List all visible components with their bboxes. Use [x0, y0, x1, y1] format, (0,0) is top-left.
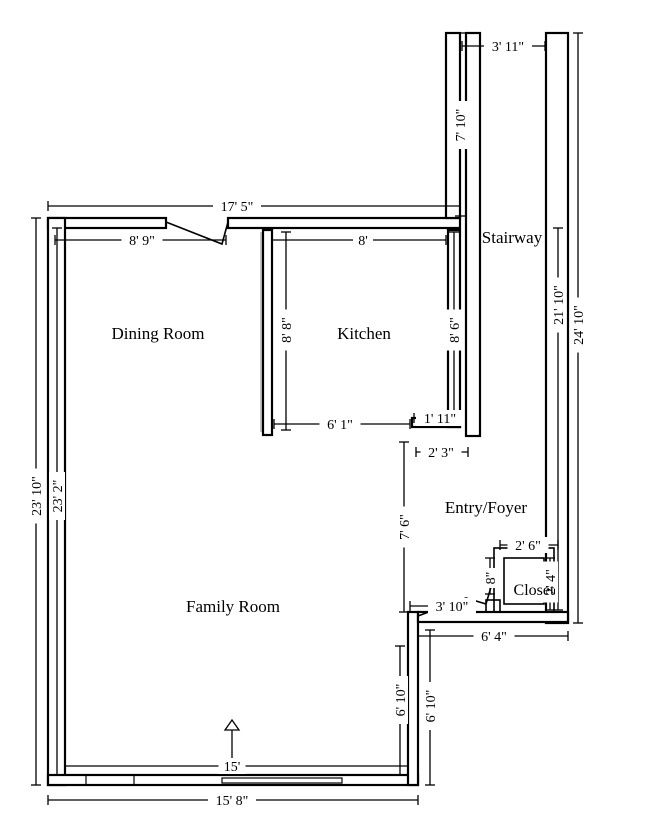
svg-text:2' 3": 2' 3" [428, 446, 454, 461]
dimension-family-right-upper: 7' 6" [396, 441, 413, 613]
dimension-kitchen-height: 8' 6" [446, 231, 463, 417]
svg-text:6' 1": 6' 1" [327, 418, 353, 433]
svg-text:17' 5": 17' 5" [221, 200, 254, 215]
svg-text:6' 10": 6' 10" [394, 684, 409, 717]
dimension-stair-upper: 7' 10" [452, 32, 469, 217]
dimension-family-right-outer: 6' 10" [422, 629, 439, 786]
room-label-family: Family Room [186, 597, 280, 616]
window-bottom-1 [85, 774, 135, 786]
svg-text:2' 4": 2' 4" [544, 569, 559, 595]
dimension-stair-width: 3' 11" [461, 38, 546, 55]
svg-text:2' 6": 2' 6" [515, 539, 541, 554]
svg-text:7' 6": 7' 6" [398, 514, 413, 540]
dimension-dining-width: 8' 9" [54, 232, 227, 249]
dimension-closet-side: 8" [482, 557, 499, 595]
dimension-left-inner: 23' 2" [49, 227, 66, 776]
walls [46, 31, 570, 787]
svg-text:8": 8" [484, 572, 499, 585]
svg-text:3' 11": 3' 11" [492, 40, 524, 55]
dimension-closet-height: 2' 4" [542, 557, 559, 611]
dimension-right-overall: 24' 10" [570, 32, 587, 624]
svg-text:23' 10": 23' 10" [30, 476, 45, 516]
dimension-lines: 17' 5" 8' 9" 8' 3' 11" 7' 10" 21' 10" 24' 10" 2… [28, 32, 587, 809]
wall-top-kitchen [226, 216, 462, 230]
svg-text:1' 11": 1' 11" [424, 412, 456, 427]
room-label-entry: Entry/Foyer [445, 498, 527, 517]
dimension-bottom-inner: 15' [64, 758, 409, 775]
svg-text:3' 10": 3' 10" [436, 600, 469, 615]
svg-text:8': 8' [358, 234, 368, 249]
dimension-top-overall: 17' 5" [47, 198, 461, 215]
svg-text:15' 8": 15' 8" [216, 794, 249, 809]
window-bottom-2 [221, 777, 343, 784]
wall-family-right [406, 610, 420, 787]
svg-text:8' 8": 8' 8" [280, 317, 295, 343]
dimension-bottom-outer: 15' 8" [47, 792, 419, 809]
room-label-kitchen: Kitchen [337, 324, 391, 343]
wall-dining-kitchen [261, 228, 274, 437]
room-label-stairway: Stairway [482, 228, 543, 247]
svg-text:23' 2": 23' 2" [51, 480, 66, 513]
dimension-family-right-inner: 6' 10" [392, 645, 409, 776]
dimension-closet-width: 2' 6" [499, 537, 559, 554]
dimension-dining-height: 8' 8" [278, 231, 295, 431]
dining-door [165, 221, 229, 246]
svg-text:8' 9": 8' 9" [129, 234, 155, 249]
dimension-kitchen-jog: 1' 11" [413, 410, 464, 427]
svg-text:7' 10": 7' 10" [454, 109, 469, 142]
svg-text:24' 10": 24' 10" [572, 305, 587, 345]
dimension-kitchen-width: 8' [271, 232, 447, 249]
room-label-closet: Closet [514, 582, 555, 599]
dimension-left-outer: 23' 10" [28, 217, 45, 786]
dimension-entry-bottom: 6' 4" [417, 628, 569, 645]
svg-text:21' 10": 21' 10" [552, 285, 567, 325]
svg-text:6' 10": 6' 10" [424, 690, 439, 723]
room-label-dining: Dining Room [111, 324, 204, 343]
svg-text:15': 15' [224, 760, 241, 775]
wall-stair-inner [464, 31, 482, 438]
dimension-stair-jog: 2' 3" [415, 444, 469, 461]
svg-text:8' 6": 8' 6" [448, 317, 463, 343]
svg-text:6' 4": 6' 4" [481, 630, 507, 645]
wall-entry-bottom [416, 610, 570, 624]
dimension-entry-door: 3' 10" [409, 598, 476, 615]
dimension-kitchen-bottom: 6' 1" [273, 416, 411, 433]
room-labels: Dining Room Kitchen Stairway Entry/Foyer… [111, 228, 555, 616]
